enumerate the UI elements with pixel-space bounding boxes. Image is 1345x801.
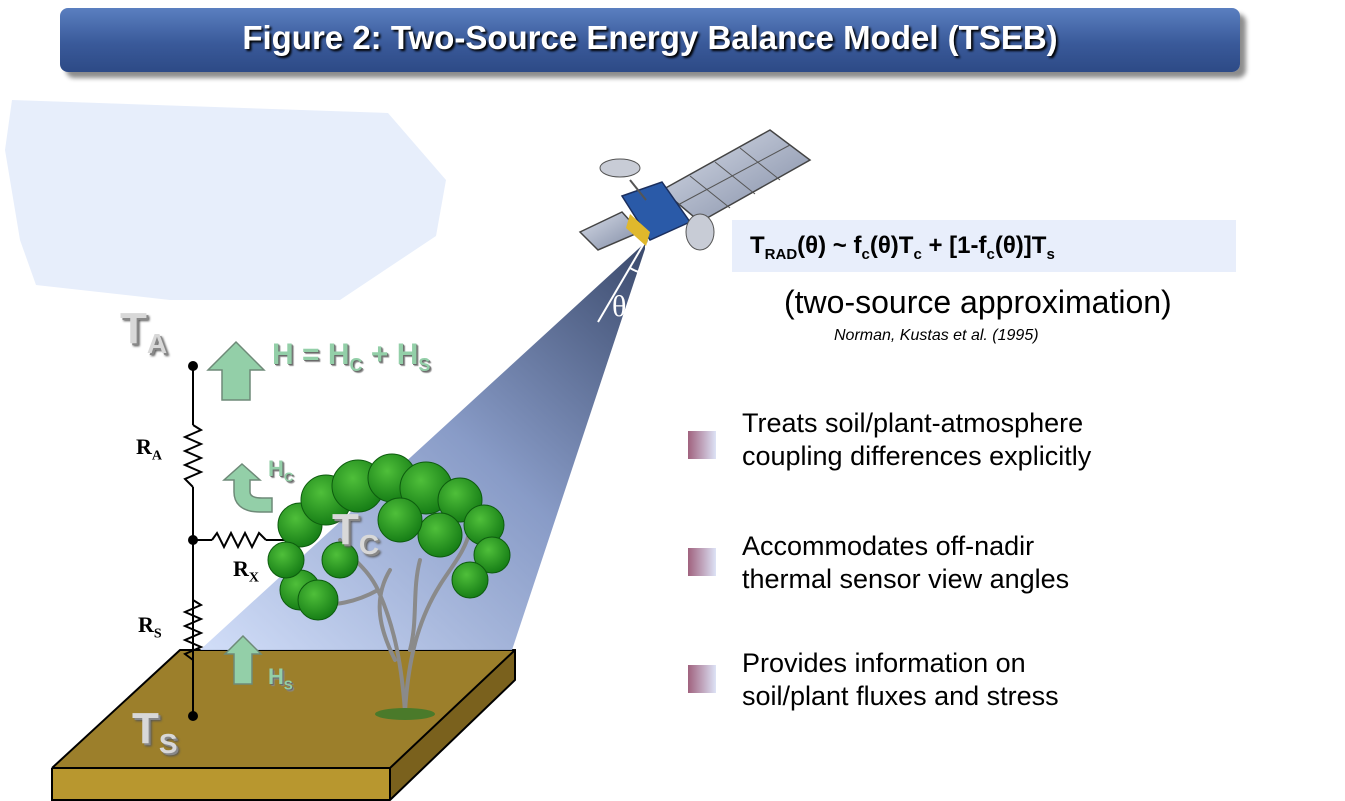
citation: Norman, Kustas et al. (1995) xyxy=(834,327,1039,344)
sky-region xyxy=(5,100,446,300)
satellite-icon xyxy=(578,129,812,251)
flux-hc-label: HC xyxy=(268,456,294,485)
resistance-rx-label: RX xyxy=(233,556,260,586)
view-angle-label: θ xyxy=(612,290,627,323)
resistance-ra-label: RA xyxy=(136,434,163,464)
resistor-rs xyxy=(182,599,204,661)
soil-front xyxy=(52,768,390,800)
soil-top xyxy=(52,650,515,768)
sensor-view-beam xyxy=(200,240,648,650)
formula-box xyxy=(732,220,1236,272)
flux-hs-label: HS xyxy=(268,664,293,693)
flux-arrow-hc xyxy=(222,462,273,513)
symbol-ta: TA xyxy=(120,304,168,359)
symbol-ts: TS xyxy=(132,704,178,759)
flux-arrow-h-total xyxy=(206,340,266,401)
bullet-marker xyxy=(688,548,716,576)
bullet-marker xyxy=(688,665,716,693)
flux-arrow-hs xyxy=(223,634,263,685)
flux-equation-label: H = HC + HS xyxy=(272,338,431,375)
resistor-rx xyxy=(211,530,267,550)
symbol-tc: TC xyxy=(332,505,380,560)
bullet-marker xyxy=(688,431,716,459)
soil-side xyxy=(390,650,515,800)
approximation-label: (two-source approximation) xyxy=(784,284,1172,320)
tree-canopy xyxy=(267,453,511,621)
resistance-rs-label: RS xyxy=(138,612,162,642)
figure-title: Figure 2: Two-Source Energy Balance Mode… xyxy=(242,19,1058,56)
trad-formula: TRAD(θ) ~ fc(θ)Tc + [1-fc(θ)]Ts xyxy=(750,232,1055,263)
title-bar: Figure 2: Two-Source Energy Balance Mode… xyxy=(60,8,1240,72)
resistor-ra xyxy=(182,424,204,488)
